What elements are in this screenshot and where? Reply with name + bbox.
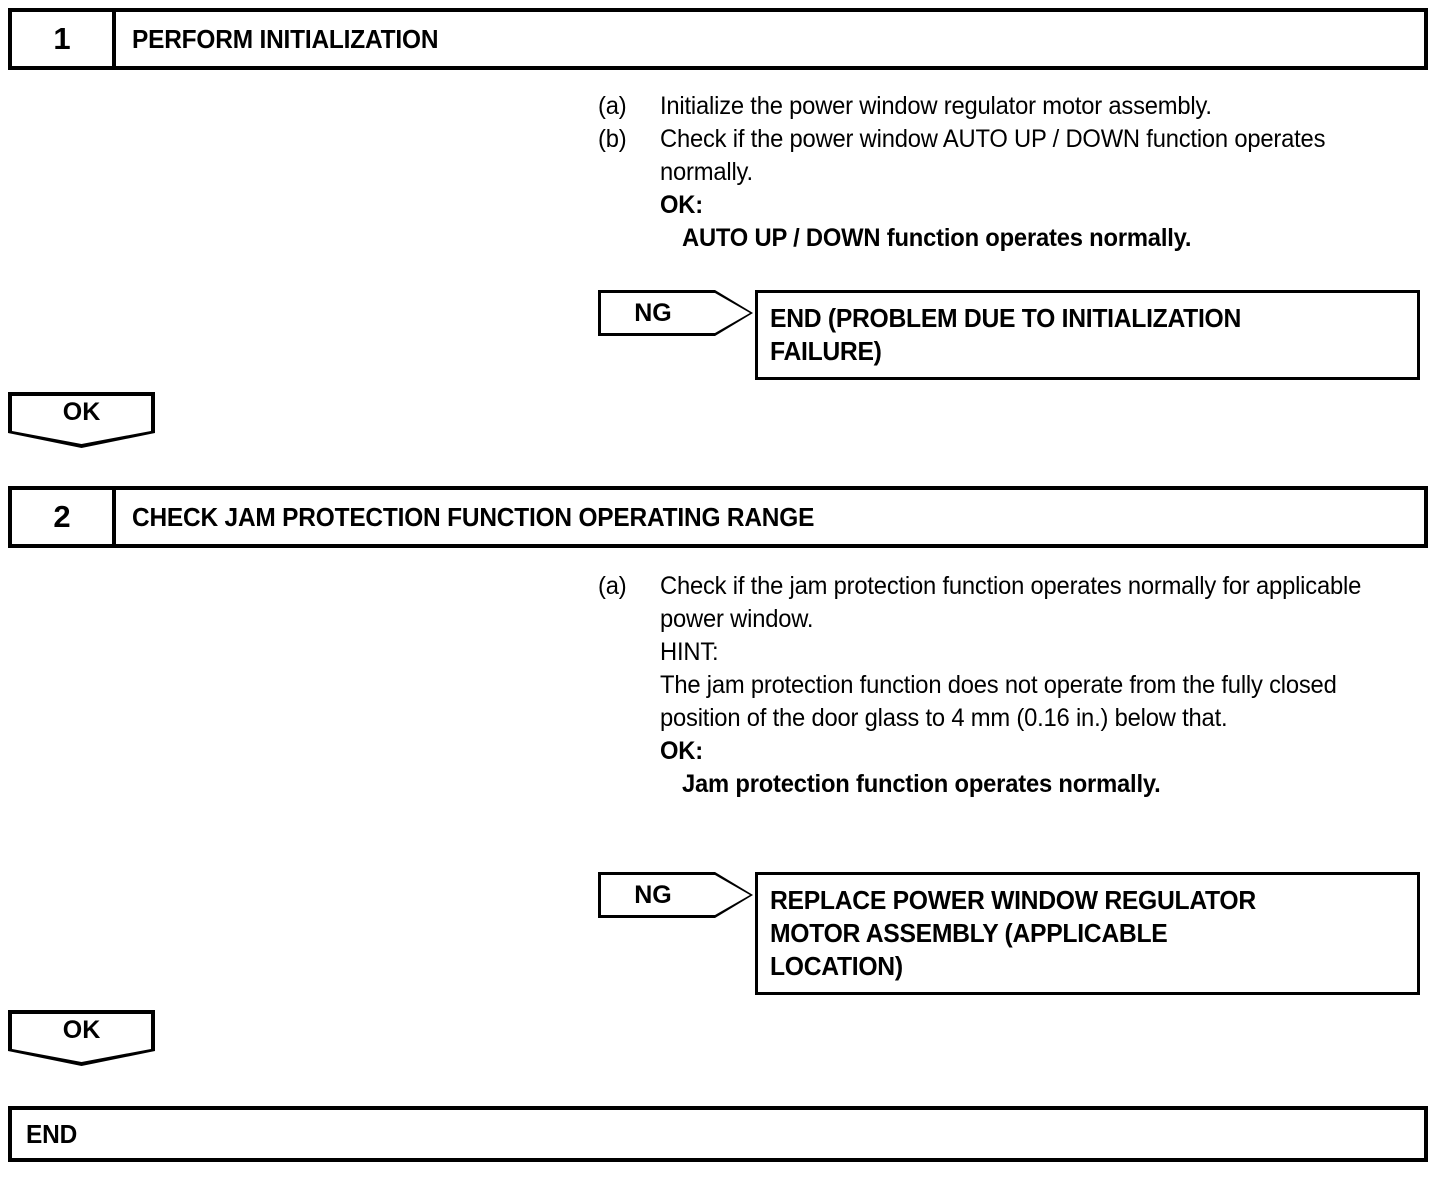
item-marker: (a) — [598, 92, 627, 120]
step-body-2: (a) Check if the jam protection function… — [598, 570, 1428, 801]
ok-label: OK — [62, 398, 101, 426]
result-line: LOCATION) — [770, 951, 903, 981]
item-text: Check if the jam protection function ope… — [660, 572, 1362, 633]
step-body-1: (a) Initialize the power window regulato… — [598, 90, 1428, 255]
ng-arrow-shape — [598, 872, 753, 918]
item-text: Check if the power window AUTO UP / DOWN… — [660, 125, 1326, 186]
result-line: END (PROBLEM DUE TO INITIALIZATION — [770, 303, 1242, 333]
list-item: (b) Check if the power window AUTO UP / … — [598, 123, 1428, 189]
item-marker: (a) — [598, 572, 627, 600]
item-marker: (b) — [598, 125, 627, 153]
step-header-2: 2 CHECK JAM PROTECTION FUNCTION OPERATIN… — [8, 486, 1428, 548]
ng-result-box-2: REPLACE POWER WINDOW REGULATOR MOTOR ASS… — [755, 872, 1420, 995]
list-item: (a) Check if the jam protection function… — [598, 570, 1428, 636]
ng-arrow-shape — [598, 290, 753, 336]
ng-result-box-1: END (PROBLEM DUE TO INITIALIZATION FAILU… — [755, 290, 1420, 380]
end-label: END — [26, 1118, 78, 1149]
step-header-1: 1 PERFORM INITIALIZATION — [8, 8, 1428, 70]
ok-criteria: Jam protection function operates normall… — [682, 770, 1161, 798]
ok-label: OK: — [660, 191, 703, 219]
hint-text: The jam protection function does not ope… — [660, 671, 1337, 732]
ng-label: NG — [634, 298, 672, 327]
item-text: Initialize the power window regulator mo… — [660, 92, 1212, 120]
result-line: FAILURE) — [770, 336, 882, 366]
step-number-2: 2 — [12, 490, 116, 544]
ng-label: NG — [634, 880, 672, 909]
ng-arrow-1: NG — [598, 290, 753, 336]
ng-arrow-2: NG — [598, 872, 753, 918]
step-number-1: 1 — [12, 12, 116, 66]
step-title-2: CHECK JAM PROTECTION FUNCTION OPERATING … — [131, 501, 815, 532]
list-item: (a) Initialize the power window regulato… — [598, 90, 1428, 123]
ok-arrow-1: OK — [8, 392, 155, 448]
result-line: MOTOR ASSEMBLY (APPLICABLE — [770, 918, 1168, 948]
hint-label: HINT: — [660, 638, 719, 666]
ok-label: OK — [62, 1016, 101, 1044]
ok-criteria: AUTO UP / DOWN function operates normall… — [682, 224, 1192, 252]
ok-arrow-2: OK — [8, 1010, 155, 1066]
step-title-1: PERFORM INITIALIZATION — [131, 23, 439, 54]
result-line: REPLACE POWER WINDOW REGULATOR — [770, 885, 1256, 915]
ok-label: OK: — [660, 737, 703, 765]
end-box: END — [8, 1106, 1428, 1162]
